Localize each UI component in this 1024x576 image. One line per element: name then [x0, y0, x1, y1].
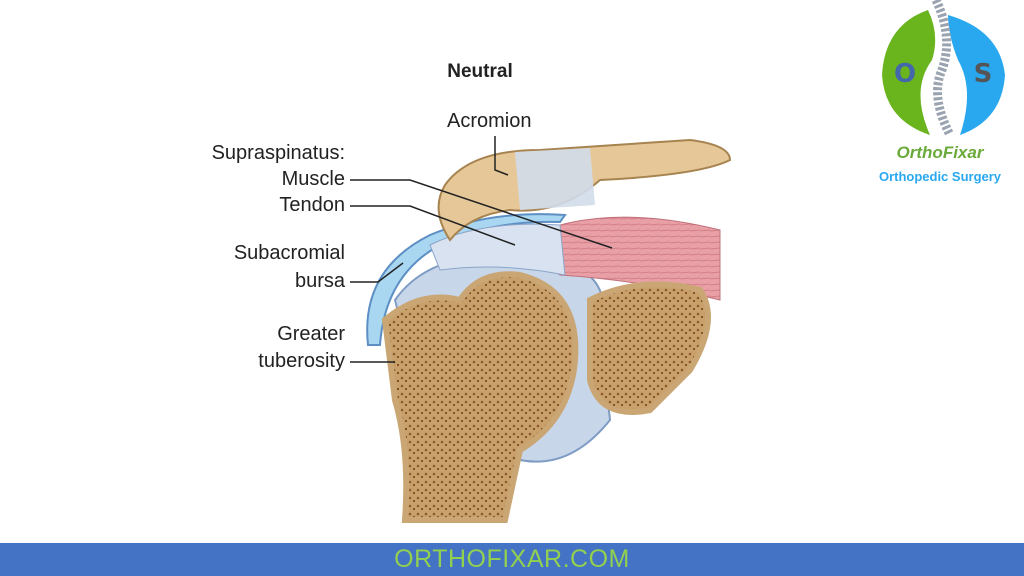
humerus-head: [381, 271, 579, 523]
svg-text:O: O: [894, 59, 916, 89]
label-greater: Greater: [277, 323, 345, 345]
supraspinatus-tendon: [429, 223, 566, 276]
supraspinatus-muscle: [519, 216, 721, 301]
label-acromion: Acromion: [447, 110, 532, 132]
subacromial-bursa: [366, 213, 567, 346]
label-tuberosity: tuberosity: [258, 350, 345, 372]
glenoid: [587, 281, 711, 415]
logo-tagline: Orthopedic Surgery: [878, 169, 1002, 184]
shoulder-illustration: [350, 136, 732, 523]
label-tendon: Tendon: [279, 194, 345, 216]
logo-name: OrthoFixar: [896, 143, 984, 162]
label-supraspinatus: Supraspinatus:: [211, 142, 345, 164]
footer-bar: ORTHOFIXAR.COM: [0, 543, 1024, 576]
label-bursa: bursa: [294, 270, 345, 292]
orthofixar-logo: O S: [882, 0, 1005, 138]
footer-link[interactable]: ORTHOFIXAR.COM: [394, 545, 630, 573]
spine-icon: [931, 0, 955, 138]
svg-text:S: S: [974, 59, 993, 89]
label-subacromial: Subacromial: [233, 242, 345, 264]
label-muscle: Muscle: [281, 168, 345, 190]
figure-title: Neutral: [447, 61, 513, 82]
